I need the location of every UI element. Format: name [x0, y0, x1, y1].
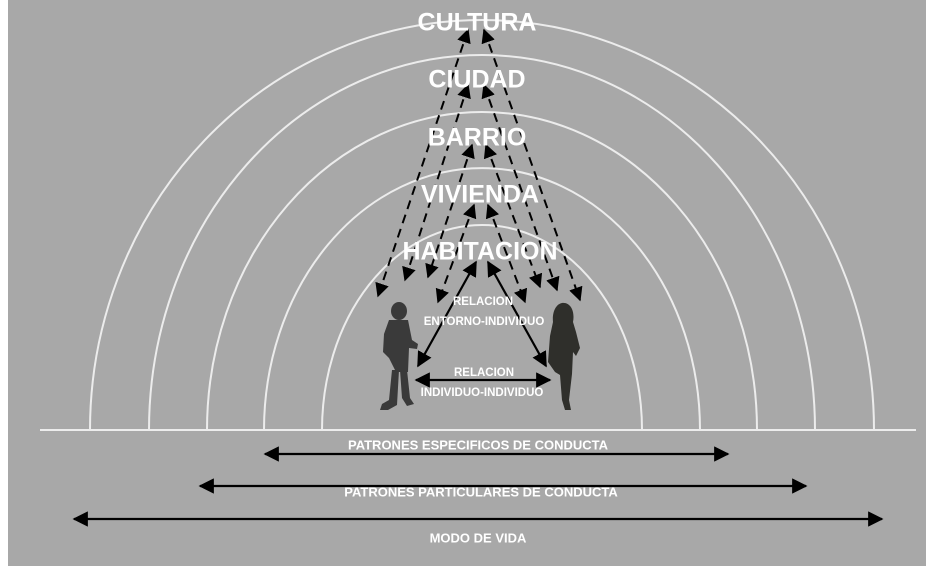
dashed-arrow-vivienda-left	[435, 203, 477, 304]
relation-individuo-line2: INDIVIDUO-INDIVIDUO	[421, 387, 544, 399]
scale-label-particulares: PATRONES PARTICULARES DE CONDUCTA	[344, 484, 618, 499]
solid-arrows	[414, 260, 552, 388]
ring-cultura	[89, 19, 875, 431]
level-label-ciudad: CIUDAD	[428, 66, 525, 94]
level-label-barrio: BARRIO	[428, 124, 527, 152]
level-label-vivienda: VIVIENDA	[421, 181, 539, 209]
relation-entorno-line1: RELACION	[453, 296, 513, 308]
level-label-cultura: CULTURA	[418, 9, 537, 37]
person-left-silhouette	[380, 302, 418, 410]
solid-arrow-habitacion-right	[487, 260, 547, 368]
solid-arrow-habitacion-left	[417, 260, 477, 368]
scale-label-especificos: PATRONES ESPECIFICOS DE CONDUCTA	[348, 437, 609, 452]
scale-label-modo-vida: MODO DE VIDA	[430, 530, 527, 545]
dashed-arrow-vivienda-right	[485, 203, 528, 304]
level-label-habitacion: HABITACION	[402, 238, 557, 266]
person-right-silhouette	[548, 302, 580, 410]
relation-individuo-line1: RELACION	[454, 367, 514, 379]
dashed-arrow-ciudad-left	[402, 83, 471, 282]
relation-entorno-line2: ENTORNO-INDIVIDUO	[424, 316, 545, 328]
dashed-arrow-barrio-left	[425, 143, 475, 279]
